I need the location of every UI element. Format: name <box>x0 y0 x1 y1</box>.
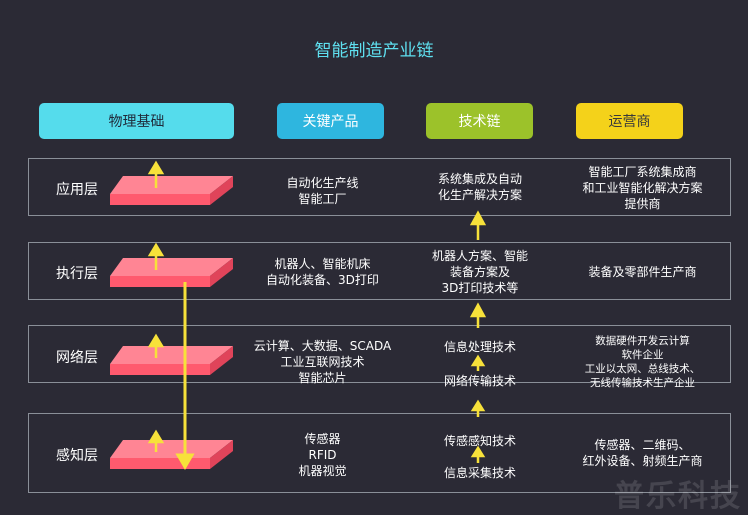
perception-tech-upper: 传感感知技术 <box>443 434 516 448</box>
operator-text: 数据硬件开发云计算 <box>595 335 690 347</box>
layer-box-perception <box>28 413 731 493</box>
operator-text: 软件企业 <box>621 349 664 361</box>
execution-products: 机器人、智能机床 自动化装备、3D打印 <box>230 256 415 288</box>
long-down-arrow <box>175 282 195 470</box>
tech-text: 装备方案及 <box>449 265 510 279</box>
layer-name-execution: 执行层 <box>56 266 98 282</box>
operator-text: 提供商 <box>624 197 661 211</box>
application-tech: 系统集成及自动 化生产解决方案 <box>410 171 550 203</box>
layer-name-application: 应用层 <box>56 182 98 198</box>
product-text: 机器视觉 <box>298 464 347 478</box>
header-key-products: 关键产品 <box>277 103 384 139</box>
perception-products: 传感器 RFID 机器视觉 <box>230 431 415 479</box>
product-text: 自动化生产线 <box>286 176 359 190</box>
layer-box-network <box>28 325 731 383</box>
tech-up-arrows <box>469 210 487 463</box>
plate-application <box>110 176 233 205</box>
layer-name-network: 网络层 <box>56 350 98 366</box>
layer-box-application <box>28 158 731 216</box>
header-physical-basis: 物理基础 <box>39 103 234 139</box>
product-text: 云计算、大数据、SCADA <box>253 339 392 353</box>
diagram-title: 智能制造产业链 <box>314 41 434 61</box>
plate-perception <box>110 440 233 469</box>
plate-execution <box>110 258 233 287</box>
perception-operators: 传感器、二维码、 红外设备、射频生产商 <box>560 437 725 469</box>
product-text: 机器人、智能机床 <box>274 257 371 271</box>
operator-text: 智能工厂系统集成商 <box>588 165 697 179</box>
header-operators: 运营商 <box>576 103 683 139</box>
product-text: RFID <box>308 448 337 462</box>
operator-text: 传感器、二维码、 <box>594 438 691 452</box>
product-text: 工业互联网技术 <box>280 355 365 369</box>
network-tech-lower: 网络传输技术 <box>443 374 516 388</box>
application-operators: 智能工厂系统集成商 和工业智能化解决方案 提供商 <box>560 164 725 212</box>
tech-text: 系统集成及自动 <box>437 172 522 186</box>
perception-tech-lower: 信息采集技术 <box>443 466 516 480</box>
operator-text: 红外设备、射频生产商 <box>582 454 703 468</box>
tech-text: 化生产解决方案 <box>437 188 522 202</box>
layer-box-execution <box>28 242 731 300</box>
operator-text: 装备及零部件生产商 <box>588 265 697 279</box>
application-products: 自动化生产线 智能工厂 <box>230 175 415 207</box>
layer-name-perception: 感知层 <box>56 448 98 464</box>
product-text: 智能工厂 <box>298 192 347 206</box>
product-text: 自动化装备、3D打印 <box>266 273 379 287</box>
operator-text: 工业以太网、总线技术、 <box>584 363 701 375</box>
tech-text: 机器人方案、智能 <box>431 249 528 263</box>
product-text: 传感器 <box>304 432 341 446</box>
execution-tech: 机器人方案、智能 装备方案及 3D打印技术等 <box>410 248 550 296</box>
plate-up-arrows <box>147 160 165 452</box>
operator-text: 和工业智能化解决方案 <box>582 181 703 195</box>
network-tech-upper: 信息处理技术 <box>443 340 516 354</box>
operator-text: 无线传输技术生产企业 <box>590 377 695 389</box>
plate-network <box>110 346 233 375</box>
network-products: 云计算、大数据、SCADA 工业互联网技术 智能芯片 <box>230 338 415 386</box>
product-text: 智能芯片 <box>298 371 347 385</box>
execution-operators: 装备及零部件生产商 <box>560 264 725 280</box>
tech-text: 3D打印技术等 <box>441 281 519 295</box>
header-tech-chain: 技术链 <box>426 103 533 139</box>
watermark: 普乐科技 <box>614 479 742 514</box>
network-operators: 数据硬件开发云计算 软件企业 工业以太网、总线技术、 无线传输技术生产企业 <box>560 334 725 390</box>
